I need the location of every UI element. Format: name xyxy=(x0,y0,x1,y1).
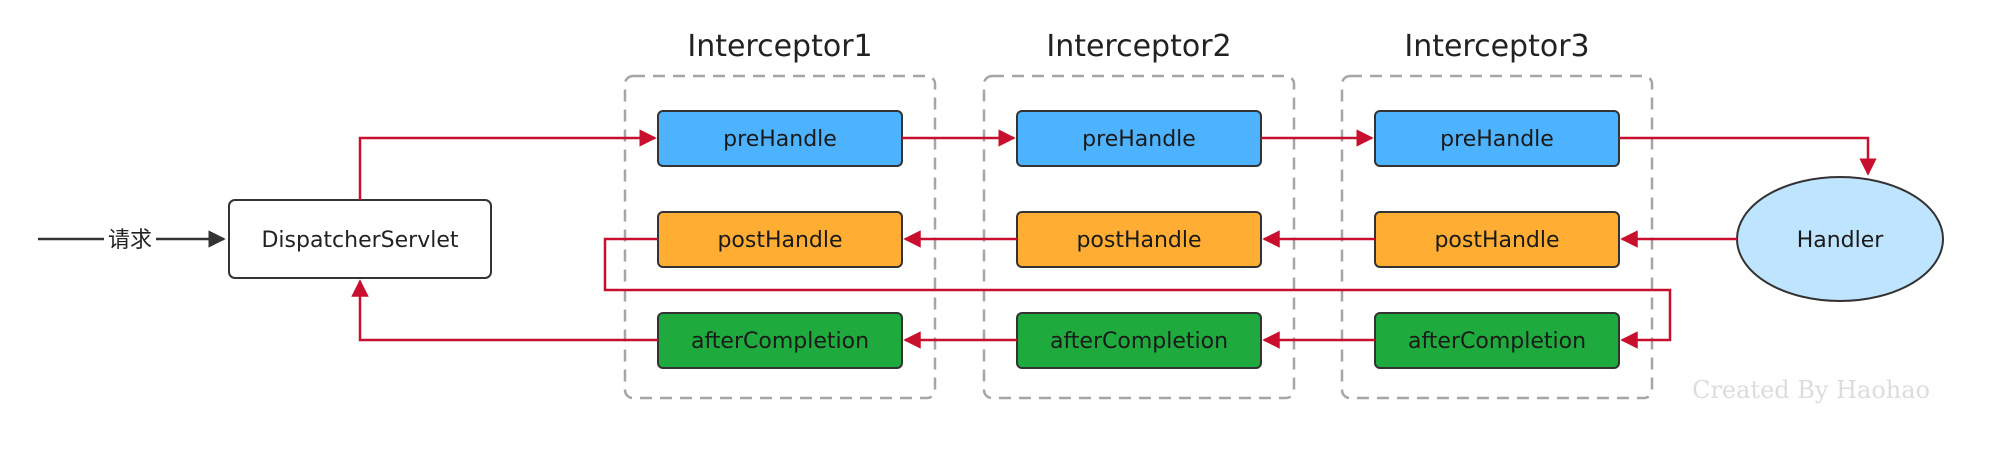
dispatcher-servlet-label: DispatcherServlet xyxy=(261,228,458,253)
interceptor1-group xyxy=(623,74,937,400)
interceptor1-prehandle-label: preHandle xyxy=(723,127,837,152)
interceptor3-posthandle-label: postHandle xyxy=(1434,228,1559,253)
interceptor2-group xyxy=(982,74,1296,400)
interceptor1-posthandle-label: postHandle xyxy=(717,228,842,253)
interceptor3-aftercompletion-label: afterCompletion xyxy=(1408,329,1586,354)
interceptor3-group xyxy=(1340,74,1654,400)
arrow-posthandle1-to-aftercompletion3 xyxy=(603,237,1672,349)
interceptor3-prehandle-label: preHandle xyxy=(1440,127,1554,152)
interceptor2-prehandle-label: preHandle xyxy=(1082,127,1196,152)
watermark-text: Created By Haohao xyxy=(1692,376,1930,404)
interceptor2-title: Interceptor2 xyxy=(1046,29,1231,64)
interceptor1-title: Interceptor1 xyxy=(687,29,872,64)
interceptor2-aftercompletion-label: afterCompletion xyxy=(1050,329,1228,354)
interceptor3-title: Interceptor3 xyxy=(1404,29,1589,64)
request-label: 请求 xyxy=(108,228,152,253)
interceptor2-posthandle-label: postHandle xyxy=(1076,228,1201,253)
arrow-aftercompletion1-to-dispatcher xyxy=(351,279,658,342)
arrow-prehandle3-to-handler xyxy=(1619,136,1877,176)
handler-label: Handler xyxy=(1797,228,1885,253)
interceptor1-aftercompletion-label: afterCompletion xyxy=(691,329,869,354)
request-label-bg xyxy=(104,224,156,254)
arrow-dispatcher-to-prehandle1 xyxy=(358,129,657,200)
